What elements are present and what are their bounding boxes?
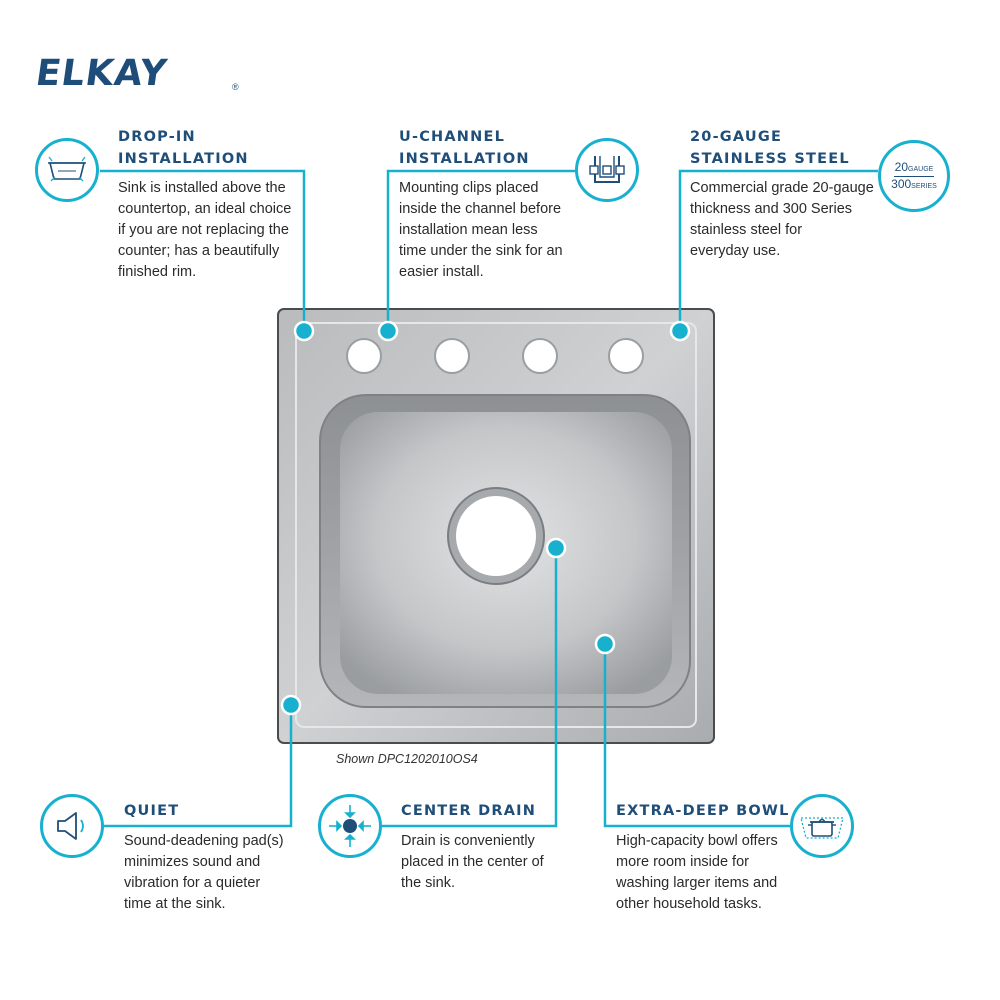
model-caption: Shown DPC1202010OS4 xyxy=(336,752,478,766)
faucet-hole xyxy=(522,338,558,374)
callout-dot-center-drain xyxy=(545,537,567,559)
callout-dot-gauge xyxy=(669,320,691,342)
callout-dot-extra-deep xyxy=(594,633,616,655)
center-drain-icon xyxy=(329,805,371,847)
u-channel-icon-circle xyxy=(575,138,639,202)
connector-line-center-drain xyxy=(378,548,558,828)
drain-hole xyxy=(456,496,536,576)
pot-in-bowl-icon xyxy=(800,817,844,839)
sink-dropin-icon xyxy=(48,156,86,182)
quiet-description: Sound-deadening pad(s) minimizes sound a… xyxy=(124,833,284,912)
faucet-hole xyxy=(434,338,470,374)
center-drain-icon-circle xyxy=(318,794,382,858)
connector-line-u-channel xyxy=(386,169,578,331)
callout-dot-u-channel xyxy=(377,320,399,342)
drop-in-icon-circle xyxy=(35,138,99,202)
quiet-heading: QUIET xyxy=(124,803,180,819)
gauge-badge-icon: 20GAUGE 300SERIES xyxy=(891,159,937,191)
gauge-description: Commercial grade 20-gauge thickness and … xyxy=(690,180,874,259)
logo-registered-mark: ® xyxy=(232,82,239,92)
u-channel-clip-icon xyxy=(589,156,625,183)
callout-dot-drop-in xyxy=(293,320,315,342)
connector-line-gauge xyxy=(678,169,878,331)
sink-rim-inner xyxy=(295,322,697,728)
u-channel-heading: U-CHANNEL INSTALLATION xyxy=(399,129,530,167)
connector-line-quiet xyxy=(100,705,293,828)
speaker-icon xyxy=(57,812,84,840)
drop-in-description: Sink is installed above the countertop, … xyxy=(118,180,292,280)
center-drain-description: Drain is conveniently placed in the cent… xyxy=(401,833,544,891)
callout-dot-quiet xyxy=(280,694,302,716)
extra-deep-icon-circle xyxy=(790,794,854,858)
faucet-hole xyxy=(346,338,382,374)
center-drain-heading: CENTER DRAIN xyxy=(401,803,537,819)
faucet-hole xyxy=(608,338,644,374)
drop-in-heading: DROP-IN INSTALLATION xyxy=(118,129,249,167)
gauge-heading: 20-GAUGE STAINLESS STEEL xyxy=(690,129,850,167)
extra-deep-heading: EXTRA-DEEP BOWL xyxy=(616,803,790,819)
connector-line-drop-in xyxy=(100,169,306,331)
u-channel-description: Mounting clips placed inside the channel… xyxy=(399,180,563,280)
connector-line-extra-deep xyxy=(603,644,792,828)
quiet-icon-circle xyxy=(40,794,104,858)
extra-deep-description: High-capacity bowl offers more room insi… xyxy=(616,833,778,912)
gauge-icon-circle: 20GAUGE 300SERIES xyxy=(878,140,950,212)
